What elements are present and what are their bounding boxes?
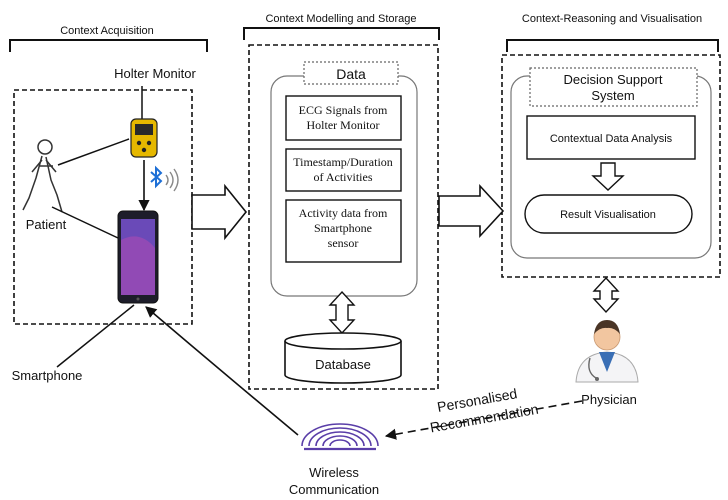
acquisition-section: Context Acquisition: [9, 25, 208, 325]
analysis-to-result-arrow: [591, 162, 625, 191]
reasoning-title: Context-Reasoning and Visualisation: [522, 13, 702, 25]
data-database-double-arrow: [328, 290, 356, 335]
smartphone-label: Smartphone: [12, 368, 83, 383]
ecg-signals-line-2: Holter Monitor: [307, 118, 380, 132]
physician-icon: [575, 320, 639, 383]
holter-monitor-icon: [130, 86, 158, 158]
reasoning-section: Context-Reasoning and Visualisation: [501, 13, 721, 278]
acquisition-bracket: [9, 39, 208, 52]
activity-data-line-1: Activity data from: [299, 206, 388, 220]
modelling-title: Context Modelling and Storage: [265, 13, 416, 25]
wireless-line-2: Communication: [289, 482, 379, 497]
activity-data-box: [285, 199, 402, 263]
reasoning-physician-double-arrow: [592, 276, 620, 314]
dss-title-line-1: Decision Support: [564, 72, 663, 87]
wireless-line-1: Wireless: [309, 465, 359, 480]
data-title: Data: [336, 66, 366, 82]
contextual-analysis-box: [526, 115, 696, 160]
recommendation-dashed-arrow: [384, 400, 583, 440]
holter-label: Holter Monitor: [114, 66, 196, 81]
dss-title-line-2: System: [591, 88, 634, 103]
result-visualisation-label: Result Visualisation: [560, 209, 656, 221]
wireless-to-phone-arrow: [145, 306, 299, 436]
timestamp-line-2: of Activities: [314, 170, 373, 184]
patient-holter-line: [57, 138, 130, 166]
activity-data-line-2: Smartphone: [314, 221, 372, 235]
modelling-bracket: [243, 27, 440, 40]
storage-to-reasoning-arrow: [438, 183, 505, 239]
data-title-box: [303, 61, 399, 85]
patient-icon: [22, 139, 63, 213]
database-label: Database: [315, 357, 371, 372]
database-icon: [284, 332, 402, 384]
acquisition-box: [13, 89, 193, 325]
ecg-signals-box: [285, 95, 402, 141]
patient-label: Patient: [26, 217, 67, 232]
modelling-section: Context Modelling and Storage: [243, 13, 440, 390]
physician-label: Physician: [581, 392, 637, 407]
smartphone-leader-line: [56, 304, 135, 368]
contextual-analysis-label: Contextual Data Analysis: [550, 133, 673, 145]
activity-data-line-3: sensor: [328, 236, 359, 250]
bluetooth-icon: [150, 165, 179, 192]
timestamp-box: [285, 148, 402, 192]
reasoning-bracket: [506, 39, 719, 52]
reasoning-box: [501, 54, 721, 278]
acquisition-to-storage-arrow: [191, 183, 248, 241]
dss-title-box: [529, 67, 698, 107]
result-visualisation-pill: [524, 194, 693, 234]
timestamp-line-1: Timestamp/Duration: [293, 155, 393, 169]
patient-phone-line: [51, 206, 119, 239]
ecg-signals-line-1: ECG Signals from: [299, 103, 388, 117]
acquisition-title: Context Acquisition: [60, 25, 154, 37]
modelling-box: [248, 44, 439, 390]
wireless-icon: [301, 423, 379, 451]
smartphone-icon: [117, 210, 159, 304]
